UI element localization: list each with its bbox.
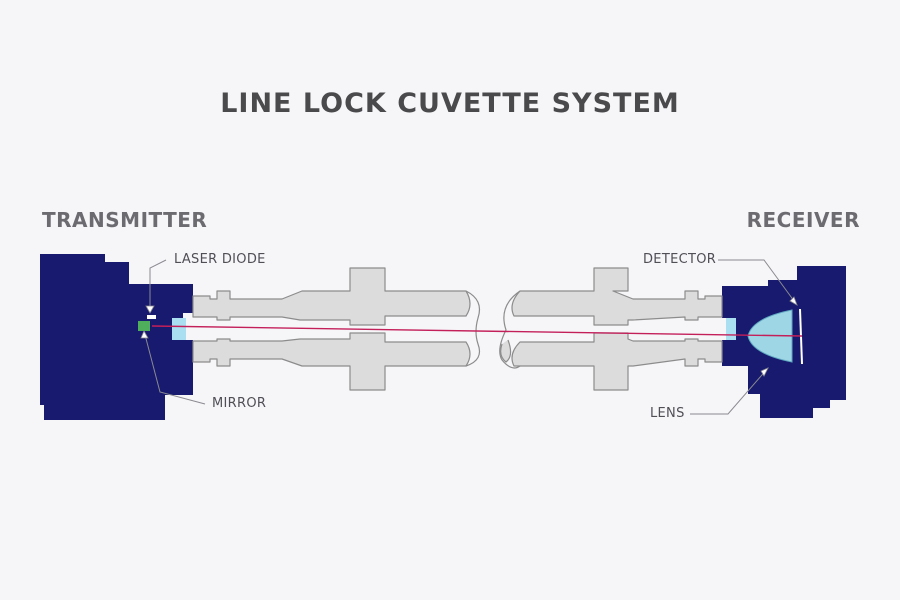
laser-beam xyxy=(151,325,803,337)
transmitter-housing xyxy=(40,254,193,420)
transmitter-window xyxy=(172,318,186,340)
receiver-window xyxy=(726,318,736,340)
detector-leader xyxy=(718,259,798,306)
right-cuvette xyxy=(499,267,723,391)
detector-label: DETECTOR xyxy=(643,252,717,267)
lens-leader xyxy=(690,367,769,415)
lens-label: LENS xyxy=(650,406,685,421)
mirror-leader xyxy=(143,330,206,405)
detector-arrow-icon xyxy=(789,296,798,306)
mirror-icon xyxy=(138,321,150,331)
laser-diode-arrow-icon xyxy=(145,305,155,314)
laser-diode-leader xyxy=(149,259,167,313)
mirror-label: MIRROR xyxy=(212,396,267,411)
left-cuvette xyxy=(192,267,481,391)
transmitter-title: TRANSMITTER xyxy=(42,208,208,232)
diagram-title: LINE LOCK CUVETTE SYSTEM xyxy=(220,88,680,119)
mirror-arrow-icon xyxy=(140,330,149,339)
lens-arrow-icon xyxy=(760,367,769,377)
receiver-title: RECEIVER xyxy=(746,208,860,232)
laser-diode-icon xyxy=(147,315,156,319)
receiver-housing xyxy=(722,266,846,418)
laser-diode-label: LASER DIODE xyxy=(174,252,266,267)
